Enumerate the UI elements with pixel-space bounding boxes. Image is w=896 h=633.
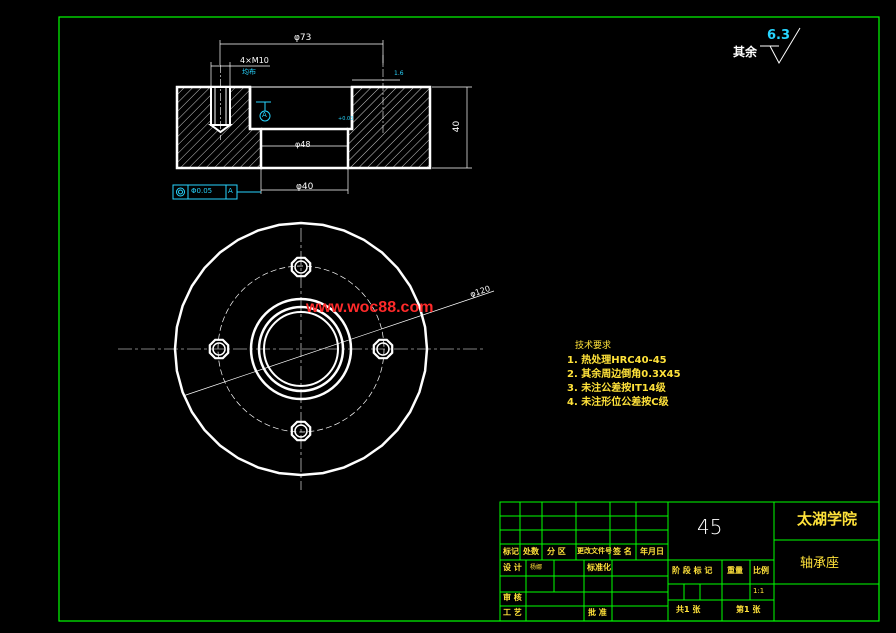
scale-label: 比例	[753, 566, 769, 575]
part-name: 轴承座	[800, 556, 840, 571]
dim-d40: φ40	[296, 182, 314, 192]
hdr-zone: 分 区	[547, 547, 566, 556]
title-block	[499, 501, 880, 622]
note-item-4: 4. 未注形位公差按C级	[567, 397, 669, 408]
school-name: 太湖学院	[797, 510, 858, 528]
outer-rim	[173, 221, 429, 477]
concentricity-frame	[172, 101, 271, 200]
section-view	[175, 55, 432, 170]
approve-label: 批 准	[588, 608, 607, 617]
hdr-mark: 标记	[503, 547, 519, 556]
section-hatch-right	[346, 85, 432, 170]
fit-small: +0.03	[338, 116, 354, 122]
note-item-1: 1. 热处理HRC40-45	[567, 355, 667, 366]
bolt-hole-2	[372, 338, 394, 360]
watermark: www.woc88.com	[306, 299, 434, 316]
hdr-date: 年月日	[640, 547, 664, 556]
note-item-3: 3. 未注公差按IT14级	[567, 383, 666, 394]
review-label: 审 核	[503, 593, 522, 602]
dim-thread-note: 均布	[242, 68, 256, 76]
datum-label: A	[262, 111, 267, 119]
dim-thread: 4×M10	[240, 56, 269, 65]
dim-h40: 40	[452, 120, 463, 133]
rough-small: 1.6	[394, 70, 404, 77]
scale-value: 1:1	[753, 587, 765, 595]
technical-notes: 技术要求 1. 热处理HRC40-45 2. 其余周边倒角0.3X45 3. 未…	[567, 342, 681, 408]
hdr-sign: 签 名	[613, 547, 632, 556]
boss-inner	[257, 305, 345, 393]
bolt-hole-4	[208, 338, 230, 360]
drawing-frame	[58, 16, 880, 622]
total-sheets: 共1 张	[676, 605, 701, 614]
notes-title: 技术要求	[575, 341, 612, 351]
material: 45	[697, 515, 723, 539]
roughness-label: 其余	[733, 45, 758, 59]
standard-label: 标准化	[587, 563, 611, 572]
design-name: 杨娜	[530, 564, 543, 571]
bolt-hole-inner-1	[294, 260, 308, 274]
bolt-holes	[208, 256, 394, 442]
process-label: 工 艺	[503, 608, 522, 617]
dimension-lines	[210, 40, 472, 194]
weight-label: 重量	[727, 566, 743, 575]
bore	[263, 311, 339, 387]
hdr-doc: 更改文件号	[577, 547, 612, 555]
concentric-datum: A	[228, 187, 233, 195]
dim-d8: φ48	[295, 140, 311, 149]
dim-d73: φ73	[294, 33, 312, 43]
bolt-circle	[217, 265, 385, 433]
bolt-hole-inner-2	[376, 342, 390, 356]
hdr-count: 处数	[523, 547, 539, 556]
threaded-hole	[210, 86, 231, 126]
stage-label: 阶 段 标 记	[672, 566, 713, 575]
note-item-2: 2. 其余周边倒角0.3X45	[567, 369, 681, 380]
concentric-value: Φ0.05	[191, 187, 213, 195]
roughness-value: 6.3	[767, 28, 791, 43]
boss-outer	[249, 297, 353, 401]
sheet-number: 第1 张	[736, 605, 761, 614]
top-view	[118, 221, 495, 490]
bolt-hole-1	[290, 256, 312, 278]
bolt-hole-inner-3	[294, 424, 308, 438]
roughness-symbol	[760, 27, 801, 65]
design-label: 设 计	[503, 563, 522, 572]
bolt-hole-3	[290, 420, 312, 442]
bolt-hole-inner-4	[212, 342, 226, 356]
